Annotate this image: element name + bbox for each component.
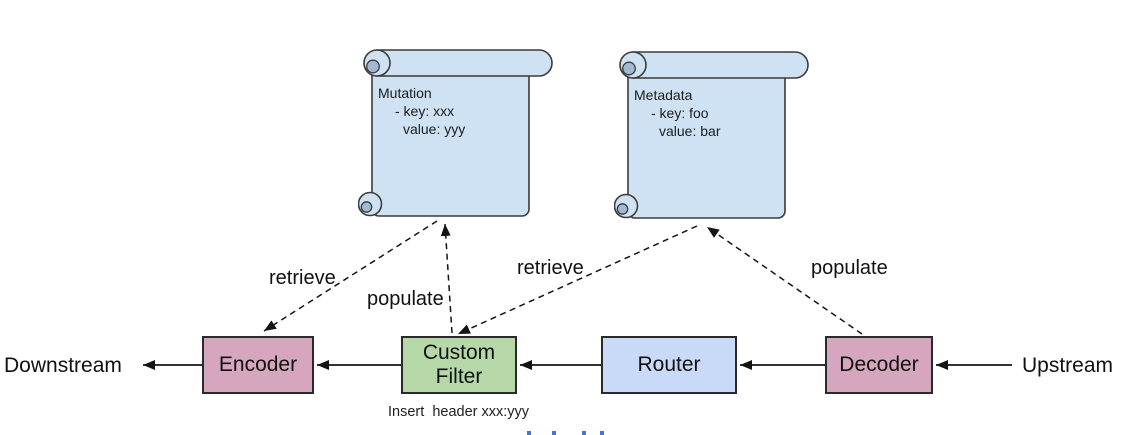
downstream-label: Downstream: [4, 354, 122, 377]
mutation-note-key: - key: xxx: [395, 103, 455, 119]
node-custom-filter-label: Custom Filter: [422, 341, 496, 388]
scroll-bottom-curl-shade: [360, 201, 373, 213]
edge-populate-decoder-to-metadata: [706, 226, 863, 335]
populate-left-label: populate: [367, 288, 444, 310]
insert-header-caption: Insert header xxx:yyy: [388, 404, 530, 420]
metadata-scroll: [614, 51, 809, 219]
edge-retrieve-metadata-to-filter: [457, 225, 698, 335]
node-decoder-label: Decoder: [839, 353, 919, 376]
node-encoder-label: Encoder: [218, 353, 298, 376]
node-router: Router: [601, 336, 737, 394]
retrieve-left-label: retrieve: [269, 267, 336, 289]
mutation-scroll: [358, 49, 553, 217]
node-encoder: Encoder: [202, 336, 314, 394]
metadata-note-key: - key: foo: [651, 105, 709, 121]
clipped-text-fragment: [527, 431, 531, 435]
metadata-note: Metadata - key: foo value: bar: [634, 86, 720, 140]
clipped-text-fragment: [582, 431, 586, 435]
node-decoder: Decoder: [825, 336, 933, 394]
clipped-text-fragment: [552, 431, 556, 435]
scroll-top-roll: [376, 49, 553, 77]
scroll-top-curl-shade: [622, 61, 636, 76]
edge-populate-filter-to-mutation: [440, 223, 453, 334]
node-custom-filter: Custom Filter: [401, 336, 517, 394]
mutation-note-value: value: yyy: [403, 121, 466, 137]
mutation-note-title: Mutation: [378, 85, 432, 101]
clipped-text-fragment: [600, 431, 604, 435]
populate-right-label: populate: [811, 257, 888, 279]
scroll-top-curl-shade: [366, 59, 380, 74]
edge-retrieve-mutation-to-encoder: [263, 220, 438, 332]
scroll-bottom-curl-shade: [616, 203, 629, 215]
mutation-note: Mutation - key: xxx value: yyy: [378, 84, 465, 138]
retrieve-right-label: retrieve: [517, 257, 584, 279]
node-router-label: Router: [637, 353, 701, 376]
upstream-label: Upstream: [1022, 354, 1114, 377]
metadata-note-title: Metadata: [634, 87, 693, 103]
metadata-note-value: value: bar: [659, 123, 721, 139]
scroll-top-roll: [632, 51, 809, 79]
